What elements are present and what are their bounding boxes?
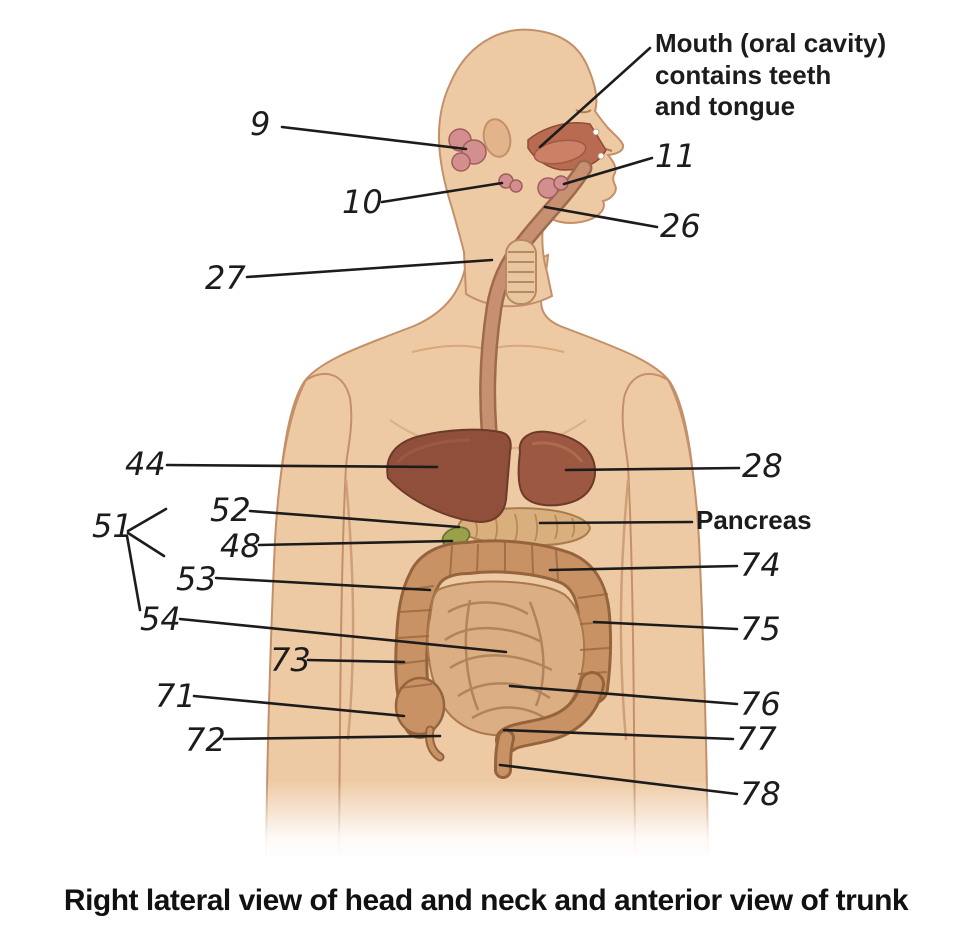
bottom-white xyxy=(0,856,972,938)
label-71: 71 xyxy=(155,677,196,715)
leader-line-27 xyxy=(245,258,494,279)
leader-line-74 xyxy=(548,564,739,572)
salivary-glands-graphic xyxy=(448,128,569,199)
small-intestine-graphic xyxy=(426,580,586,737)
label-77: 77 xyxy=(736,720,777,758)
label-pancreas: Pancreas xyxy=(696,505,812,535)
leader-line-pancreas xyxy=(538,520,694,525)
large-intestine-graphic xyxy=(394,539,613,739)
leader-line-51 xyxy=(125,534,142,612)
figure-caption: Right lateral view of head and neck and … xyxy=(63,884,909,917)
label-mouth: Mouth (oral cavity) contains teeth and t… xyxy=(655,28,887,122)
eye-line xyxy=(575,109,592,114)
cecum-appendix-graphic xyxy=(394,676,446,762)
label-10: 10 xyxy=(342,183,383,221)
label-9: 9 xyxy=(250,105,271,143)
label-51: 51 xyxy=(92,507,133,545)
ear xyxy=(482,118,512,158)
leader-line-10 xyxy=(380,181,504,204)
oral-cavity-graphic xyxy=(527,122,607,171)
leader-line-9 xyxy=(280,125,468,151)
leader-line-78 xyxy=(498,763,739,796)
leader-line-44 xyxy=(165,463,439,469)
nostril-line xyxy=(605,148,613,152)
stomach-graphic xyxy=(517,430,596,507)
label-54: 54 xyxy=(140,600,181,638)
label-26: 26 xyxy=(660,207,701,245)
head-profile xyxy=(438,28,625,308)
leader-line-72 xyxy=(222,734,442,741)
label-78: 78 xyxy=(740,775,781,813)
leader-line-51 xyxy=(126,531,166,558)
label-52: 52 xyxy=(210,491,251,529)
haustra-ticks xyxy=(396,542,611,689)
leader-line-54 xyxy=(178,617,508,654)
leader-line-28 xyxy=(564,466,741,472)
label-73: 73 xyxy=(270,641,311,679)
label-27: 27 xyxy=(205,259,246,297)
trachea-graphic xyxy=(505,239,537,305)
leader-line-77 xyxy=(502,728,735,741)
label-75: 75 xyxy=(740,610,781,648)
label-48: 48 xyxy=(220,527,261,565)
label-11: 11 xyxy=(655,137,696,175)
leader-line-73 xyxy=(306,658,406,664)
leader-line-mouth xyxy=(538,46,652,149)
leader-line-11 xyxy=(562,156,654,186)
liver-graphic xyxy=(386,428,512,524)
leader-line-75 xyxy=(592,620,739,631)
leader-line-52 xyxy=(248,509,461,529)
esophagus-graphic xyxy=(479,159,593,439)
leader-line-53 xyxy=(214,576,432,592)
label-44: 44 xyxy=(125,445,166,483)
label-72: 72 xyxy=(185,721,226,759)
label-53: 53 xyxy=(176,560,217,598)
leader-line-48 xyxy=(257,539,454,547)
leader-line-76 xyxy=(508,684,739,706)
label-74: 74 xyxy=(740,546,781,584)
leader-line-71 xyxy=(192,694,406,718)
leader-line-26 xyxy=(543,205,659,229)
leader-line-51 xyxy=(126,507,168,533)
bottom-fade xyxy=(0,780,972,862)
label-28: 28 xyxy=(742,447,783,485)
rectum-graphic xyxy=(494,671,605,779)
label-76: 76 xyxy=(740,685,781,723)
